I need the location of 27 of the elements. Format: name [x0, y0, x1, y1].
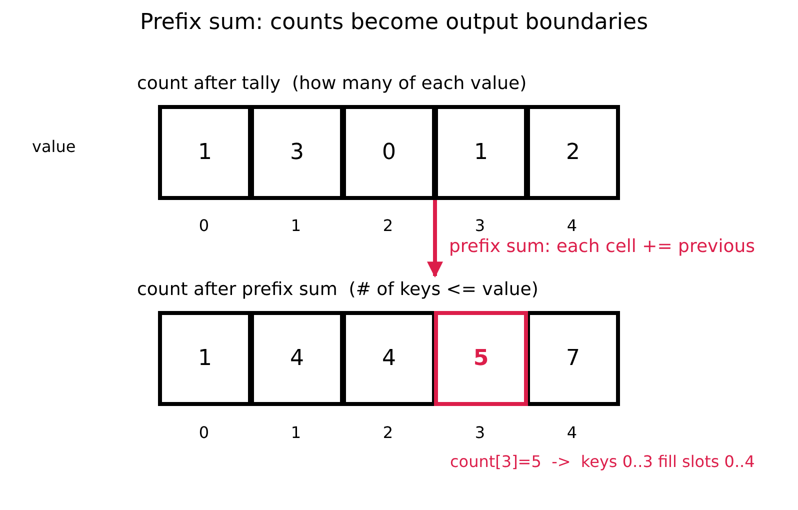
array-cell: 4 [342, 311, 436, 406]
index-label: 0 [198, 216, 210, 235]
edge-label: prefix sum: each cell += previous [449, 236, 755, 257]
array-cell: 3 [250, 105, 344, 200]
highlighted-array-cell: 5 [434, 311, 528, 406]
index-label: 3 [474, 423, 486, 442]
index-label: 1 [290, 216, 302, 235]
row-label: value [32, 137, 76, 156]
array-cell: 1 [158, 311, 252, 406]
index-label: 3 [474, 216, 486, 235]
array-cell: 4 [250, 311, 344, 406]
array-cell: 0 [342, 105, 436, 200]
index-label: 4 [566, 216, 578, 235]
annotation: count[3]=5 -> keys 0..3 fill slots 0..4 [450, 452, 755, 471]
index-label: 1 [290, 423, 302, 442]
array-cell: 2 [526, 105, 620, 200]
index-label: 4 [566, 423, 578, 442]
index-label: 2 [382, 423, 394, 442]
array-cell: 1 [434, 105, 528, 200]
arrow [427, 200, 443, 278]
title: Prefix sum: counts become output boundaries [138, 10, 650, 35]
array-cell: 1 [158, 105, 252, 200]
index-label: 2 [382, 216, 394, 235]
index-label: 0 [198, 423, 210, 442]
array-heading: count after prefix sum (# of keys <= value) [137, 278, 538, 302]
array-cell: 7 [526, 311, 620, 406]
array-heading: count after tally (how many of each value) [137, 72, 527, 96]
